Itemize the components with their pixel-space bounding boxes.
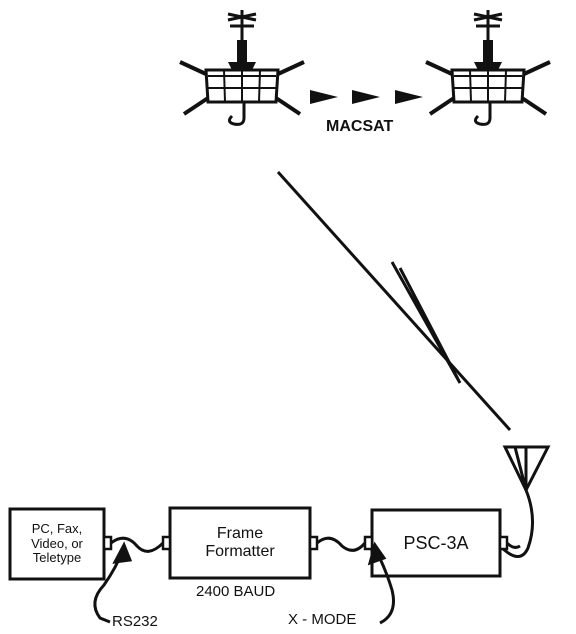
satellite-icon-right <box>424 8 552 127</box>
antenna-icon <box>498 445 551 558</box>
motion-arrows <box>310 90 423 104</box>
formatter-line-1: Frame <box>216 524 264 542</box>
formatter-line-2: Formatter <box>205 543 275 560</box>
satellite-label: MACSAT <box>326 118 394 135</box>
xmode-label: X - MODE <box>288 611 357 628</box>
psc3a-box <box>370 508 502 578</box>
terminal-line-1: PC, Fax, <box>31 520 83 536</box>
cables <box>110 536 521 553</box>
terminal-line-2: Video, or <box>31 535 83 551</box>
rs232-label: RS232 <box>112 613 158 630</box>
radio-link <box>276 170 512 432</box>
terminal-line-3: Teletype <box>32 550 82 566</box>
frame-formatter-label: Frame Formatter <box>172 510 308 576</box>
callout-pointers <box>93 541 395 625</box>
baud-label: 2400 BAUD <box>196 583 276 600</box>
psc3a-label: PSC-3A <box>403 532 469 553</box>
terminal-box-label: PC, Fax, Video, or Teletype <box>12 511 102 577</box>
satellite-icon-left <box>178 8 306 127</box>
